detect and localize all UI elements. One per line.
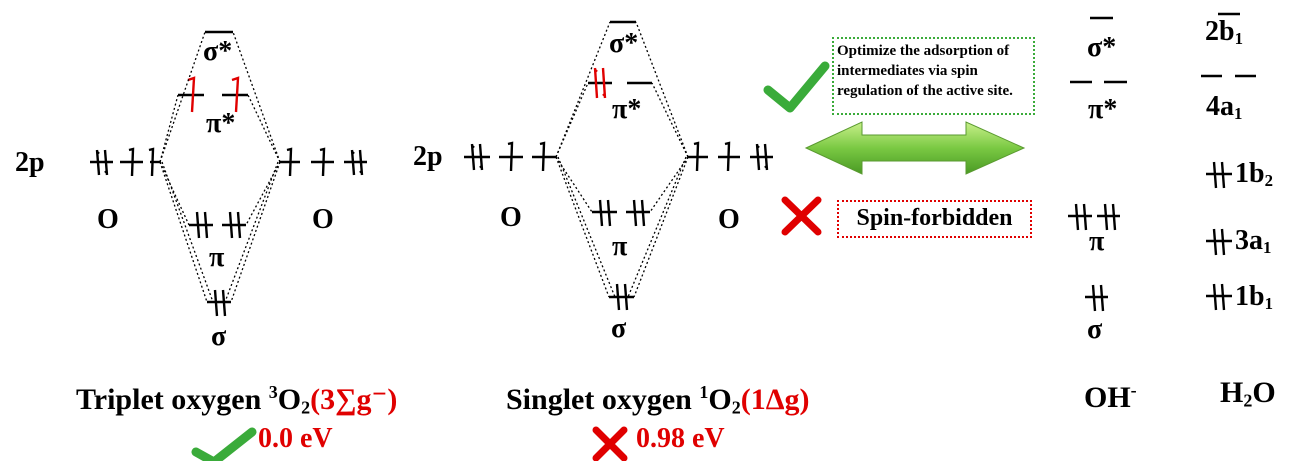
water-electrons: [1212, 161, 1226, 311]
singlet-atom-right: O: [718, 204, 740, 235]
water-4a1-label: 4a1: [1206, 91, 1243, 124]
singlet-2p-label: 2p: [413, 141, 443, 172]
triplet-energy: 0.0 eV: [258, 423, 333, 454]
check-icon-bottom: [191, 427, 257, 461]
triplet-pi-label: π: [209, 242, 225, 273]
singlet-correlation-lines: [555, 21, 689, 298]
spin-forbidden-note: Spin-forbidden: [837, 200, 1032, 238]
singlet-sigma-label: σ: [611, 313, 627, 344]
check-icon: [763, 61, 830, 113]
water-2b1-label: 2b1: [1205, 16, 1243, 49]
water-1b2-label: 1b2: [1235, 158, 1273, 191]
double-arrow-icon: [804, 121, 1026, 175]
triplet-electrons: [95, 76, 364, 317]
cross-icon-bottom: [592, 426, 628, 461]
triplet-sigma-label: σ: [211, 321, 227, 352]
water-levels: [1201, 12, 1256, 298]
triplet-atom-left: O: [97, 204, 119, 235]
triplet-pi-star-label: π*: [206, 108, 236, 139]
singlet-electrons: [470, 67, 769, 311]
triplet-title: Triplet oxygen 3O2(3∑g⁻): [76, 382, 398, 418]
singlet-sigma-star-label: σ*: [609, 28, 639, 59]
oh-pi-star-label: π*: [1088, 94, 1118, 125]
oh-sigma-star-label: σ*: [1087, 32, 1117, 63]
oh-label: OH-: [1084, 380, 1137, 414]
spin-regulation-note: Optimize the adsorption of intermediates…: [832, 37, 1035, 115]
triplet-term: (3∑g⁻): [310, 382, 398, 416]
oh-levels: [1068, 16, 1127, 299]
water-1b1-label: 1b1: [1235, 281, 1273, 314]
singlet-pi-label: π: [612, 231, 628, 262]
oh-pi-label: π: [1089, 226, 1105, 257]
triplet-correlation-lines: [159, 31, 281, 303]
water-3a1-label: 3a1: [1235, 225, 1272, 258]
oh-sigma-label: σ: [1087, 314, 1103, 345]
triplet-2p-label: 2p: [15, 147, 45, 178]
singlet-levels: [464, 20, 773, 299]
singlet-pi-star-label: π*: [612, 94, 642, 125]
triplet-atom-right: O: [312, 204, 334, 235]
water-label: H2O: [1220, 376, 1276, 411]
singlet-term: (1Δg): [740, 382, 810, 416]
cross-icon: [781, 196, 822, 236]
singlet-energy: 0.98 eV: [636, 423, 725, 454]
triplet-sigma-star-label: σ*: [203, 36, 233, 67]
singlet-title: Singlet oxygen 1O2(1Δg): [506, 382, 810, 418]
singlet-atom-left: O: [500, 202, 522, 233]
oh-electrons: [1074, 203, 1117, 312]
